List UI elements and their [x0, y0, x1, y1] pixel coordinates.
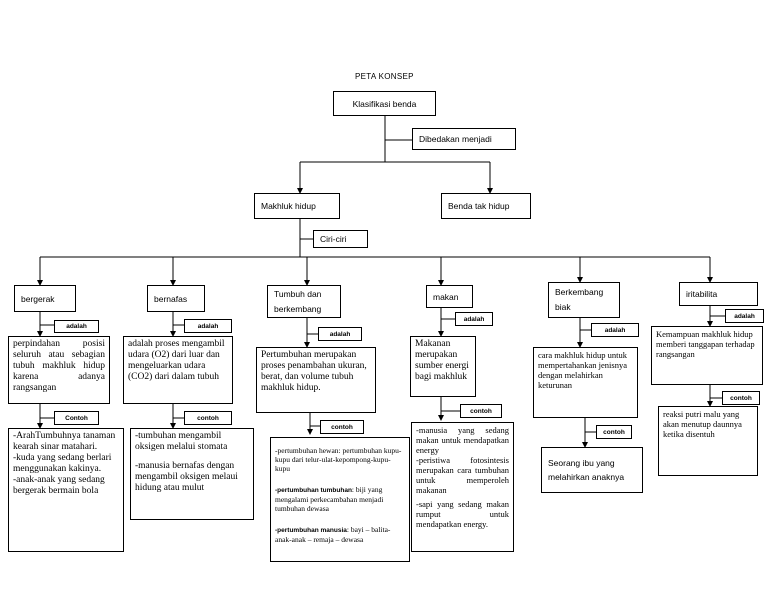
biak-example-link: contoh	[596, 425, 632, 439]
root-node: Klasifikasi benda	[333, 91, 436, 116]
makan-definition: Makanan merupakan sumber energi bagi mak…	[410, 336, 476, 397]
example-item: -pertumbuhan hewan: pertumbuhan kupu-kup…	[275, 446, 402, 473]
example-item: -anak-anak yang sedang bergerak bermain …	[13, 475, 105, 496]
makan-node: makan	[426, 285, 473, 308]
makan-link: adalah	[455, 312, 493, 326]
bergerak-examples: -ArahTumbuhnya tanaman kearah sinar mata…	[8, 428, 124, 552]
tumbuh-node: Tumbuh dan berkembang	[267, 285, 341, 318]
traits-label: Ciri-ciri	[313, 230, 368, 248]
makan-example-link: contoh	[460, 404, 502, 418]
bernafas-examples: -tumbuhan mengambil oksigen melalui stom…	[130, 428, 254, 520]
biak-node: Berkembang biak	[548, 282, 620, 318]
example-item: -pertumbuhan manusia: bayi – balita- ana…	[275, 525, 405, 544]
bergerak-node: bergerak	[14, 285, 76, 312]
example-body: : bayi – balita- anak-anak – remaja – de…	[275, 525, 391, 544]
bergerak-link: adalah	[54, 320, 99, 333]
example-heading: -pertumbuhan tumbuhan	[275, 487, 352, 494]
living-node: Makhluk hidup	[254, 193, 340, 219]
tumbuh-example-link: contoh	[320, 420, 364, 434]
tumbuh-examples: -pertumbuhan hewan: pertumbuhan kupu-kup…	[270, 437, 410, 562]
example-item: -kuda yang sedang berlari menggunakan ka…	[13, 453, 112, 474]
bernafas-definition: adalah proses mengambil udara (O2) dari …	[123, 336, 233, 404]
iritabilita-example: reaksi putri malu yang akan menutup daun…	[658, 406, 758, 476]
iritabilita-node: iritabilita	[679, 282, 758, 306]
biak-example: Seorang ibu yang melahirkan anaknya	[541, 447, 643, 493]
example-body: : biji yang mengalami perkecambahan menj…	[275, 485, 384, 513]
biak-link: adalah	[591, 323, 639, 337]
example-item: -manusia bernafas dengan mengambil oksig…	[135, 461, 238, 493]
makan-examples: -manusia yang sedang makan untuk mendapa…	[411, 422, 514, 552]
example-item: -ArahTumbuhnya tanaman kearah sinar mata…	[13, 431, 116, 452]
bernafas-link: adalah	[184, 319, 232, 333]
divided-label: Dibedakan menjadi	[412, 128, 516, 150]
tumbuh-definition: Pertumbuhan merupakan proses penambahan …	[256, 347, 376, 413]
iritabilita-example-link: contoh	[722, 391, 760, 405]
example-item: -manusia yang sedang makan untuk mendapa…	[416, 425, 509, 455]
iritabilita-link: adalah	[725, 309, 764, 323]
bernafas-node: bernafas	[147, 285, 205, 312]
bergerak-example-link: Contoh	[54, 411, 99, 425]
iritabilita-definition: Kemampuan makhluk hidup memberi tanggapa…	[651, 326, 763, 385]
bergerak-definition: perpindahan posisi seluruh atau sebagian…	[8, 336, 110, 404]
example-heading: -pertumbuhan manusia	[275, 527, 347, 534]
example-item: -peristiwa fotosintesis merupakan cara t…	[416, 455, 509, 495]
example-item: -pertumbuhan tumbuhan: biji yang mengala…	[275, 485, 405, 513]
bernafas-example-link: contoh	[184, 411, 232, 425]
example-item: -sapi yang sedang makan rumput untuk men…	[416, 499, 509, 529]
biak-definition: cara makhluk hidup untuk mempertahankan …	[533, 347, 638, 418]
nonliving-node: Benda tak hidup	[441, 193, 531, 219]
tumbuh-link: adalah	[318, 327, 362, 341]
example-item: -tumbuhan mengambil oksigen melalui stom…	[135, 431, 228, 452]
page-title: PETA KONSEP	[355, 72, 414, 81]
